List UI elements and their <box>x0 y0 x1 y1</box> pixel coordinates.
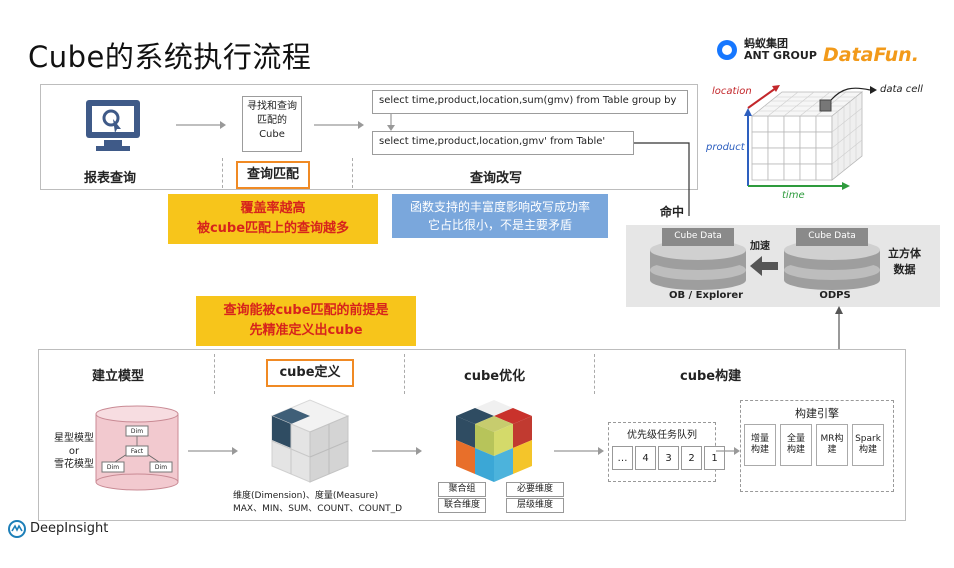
cube-define-label: cube定义 <box>266 359 354 387</box>
cube-data-note: 立方体 数据 <box>888 246 921 278</box>
mandatory-dim-tag: 必要维度 <box>506 482 564 497</box>
ant-group-logo: 蚂蚁集团 ANT GROUP <box>716 38 817 62</box>
agg-group-tag: 聚合组 <box>438 482 486 497</box>
queue-items: … 4 3 2 1 <box>612 446 725 470</box>
query-rewrite-label: 查询改写 <box>470 171 523 186</box>
divider <box>214 354 215 394</box>
incremental-build: 增量构建 <box>744 424 776 466</box>
spark-build: Spark构建 <box>852 424 884 466</box>
divider <box>594 354 595 394</box>
dim-box <box>101 461 125 473</box>
cube-optimize-label: cube优化 <box>464 369 526 384</box>
arrow <box>716 447 740 455</box>
hierarchy-dim-tag: 层级维度 <box>506 498 564 513</box>
full-build: 全量构建 <box>780 424 812 466</box>
model-type-star: 星型模型 <box>54 433 94 444</box>
ob-explorer-label: OB / Explorer <box>668 290 744 301</box>
accelerate-arrow <box>750 256 778 276</box>
model-type-snowflake: 雪花模型 <box>54 459 94 470</box>
dim-label: Dim <box>130 428 144 435</box>
fact-label: Fact <box>130 448 144 455</box>
premise-note-line2: 先精准定义出cube <box>249 323 363 338</box>
queue-item: 4 <box>635 446 656 470</box>
find-cube-box: 寻找和查询匹配的Cube <box>242 96 302 152</box>
joint-dim-tag: 联合维度 <box>438 498 486 513</box>
dim-box <box>125 425 149 437</box>
cube-front-face <box>751 115 833 181</box>
queue-item: 2 <box>681 446 702 470</box>
arrow-down <box>387 114 395 131</box>
arrow <box>188 447 238 455</box>
arrow <box>176 121 226 129</box>
premise-note-line1: 查询能被cube匹配的前提是 <box>223 303 389 318</box>
data-cell-highlight <box>819 99 832 112</box>
deepinsight-brand: DeepInsight <box>30 521 109 536</box>
arrow <box>554 447 604 455</box>
monitor-icon <box>86 100 140 151</box>
ant-logo-cn: 蚂蚁集团 <box>744 37 788 50</box>
sql-original: select time,product,location,sum(gmv) fr… <box>372 90 688 114</box>
axis-data-cell: data cell <box>880 84 923 95</box>
deepinsight-logo-icon <box>8 520 26 538</box>
ob-database-icon <box>650 228 746 290</box>
divider <box>222 158 223 188</box>
mr-build: MR构建 <box>816 424 848 466</box>
accelerate-label: 加速 <box>750 241 770 252</box>
cube-data-note-line2: 数据 <box>893 263 916 276</box>
odps-cube-data-label: Cube Data <box>808 231 856 241</box>
queue-item: … <box>612 446 633 470</box>
ant-icon <box>717 40 737 60</box>
axis-product: product <box>706 142 745 153</box>
model-type-note: 星型模型 or 雪花模型 <box>46 432 102 471</box>
engine-list: 增量构建 全量构建 MR构建 Spark构建 <box>744 424 884 466</box>
rewrite-note-line1: 函数支持的丰富度影响改写成功率 <box>409 200 590 214</box>
coverage-note-line1: 覆盖率越高 <box>240 201 306 216</box>
sql-rewritten: select time,product,location,gmv' from T… <box>372 131 634 155</box>
odps-database-icon <box>784 228 880 290</box>
fact-box <box>125 445 149 457</box>
connector-line <box>634 142 690 216</box>
query-match-label: 查询匹配 <box>236 161 310 189</box>
model-type-or: or <box>68 446 80 457</box>
priority-queue-title: 优先级任务队列 <box>627 430 697 441</box>
coverage-note: 覆盖率越高 被cube匹配上的查询越多 <box>168 194 378 244</box>
aggregate-functions-text: MAX、MIN、SUM、COUNT、COUNT_D <box>233 504 403 514</box>
build-engine-title: 构建引擎 <box>795 407 839 420</box>
premise-note: 查询能被cube匹配的前提是 先精准定义出cube <box>196 296 416 346</box>
ob-cube-data-label: Cube Data <box>674 231 722 241</box>
dimension-measure-text: 维度(Dimension)、度量(Measure) <box>233 491 379 501</box>
dim-label: Dim <box>154 464 168 471</box>
axis-time: time <box>782 190 805 201</box>
coverage-note-line2: 被cube匹配上的查询越多 <box>196 221 350 236</box>
rewrite-note-line2: 它占比很小，不是主要矛盾 <box>427 218 572 232</box>
report-query-label: 报表查询 <box>84 171 137 186</box>
datafun-logo: DataFun. <box>823 44 919 66</box>
arrow <box>314 121 364 129</box>
cube-optimization-icon <box>456 400 532 482</box>
cube-definition-text: 维度(Dimension)、度量(Measure) MAX、MIN、SUM、CO… <box>233 490 402 516</box>
cube-diagram <box>744 85 877 190</box>
divider <box>404 354 405 394</box>
dim-box <box>149 461 173 473</box>
divider <box>352 158 353 188</box>
queue-item: 1 <box>704 446 725 470</box>
build-model-label: 建立模型 <box>92 369 145 384</box>
rewrite-note: 函数支持的丰富度影响改写成功率 它占比很小，不是主要矛盾 <box>392 194 608 238</box>
axis-location: location <box>712 86 752 97</box>
page-title: Cube的系统执行流程 <box>28 40 312 74</box>
ant-logo-en: ANT GROUP <box>744 49 817 62</box>
schema-cylinder <box>95 405 179 491</box>
dim-label: Dim <box>106 464 120 471</box>
arrow <box>372 447 422 455</box>
cube-definition-icon <box>270 399 350 483</box>
storage-diagram <box>650 228 880 290</box>
cube-build-label: cube构建 <box>680 369 742 384</box>
hit-label: 命中 <box>660 205 685 219</box>
queue-item: 3 <box>658 446 679 470</box>
odps-label: ODPS <box>819 290 851 301</box>
cube-data-note-line1: 立方体 <box>888 247 921 260</box>
